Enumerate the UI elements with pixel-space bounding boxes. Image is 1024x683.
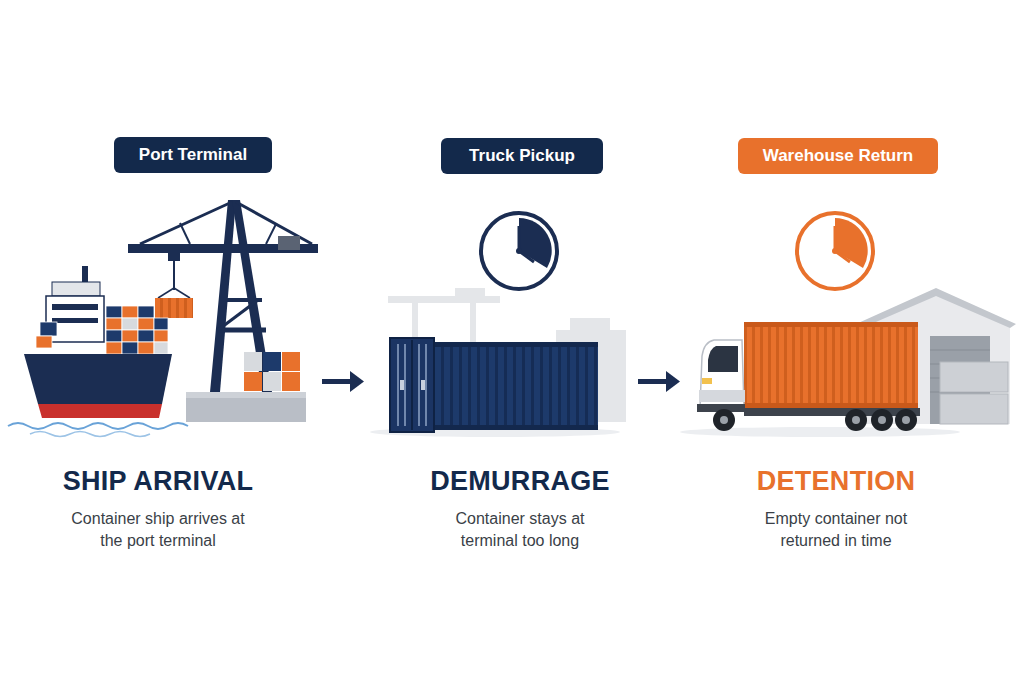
stage-title: SHIP ARRIVAL xyxy=(63,466,254,497)
stage-heading: Port Terminal xyxy=(139,145,247,165)
container-ship xyxy=(8,266,188,437)
clock-icon xyxy=(481,213,557,289)
clock-icon xyxy=(797,213,873,289)
truck xyxy=(697,322,920,431)
stage-pill: Port Terminal xyxy=(114,137,272,173)
stage-description: Empty container not returned in time xyxy=(750,508,922,552)
stage-description: Container stays at terminal too long xyxy=(440,508,600,552)
stage-pill: Truck Pickup xyxy=(441,138,603,174)
shipping-container xyxy=(390,338,598,432)
stage-description: Container ship arrives at the port termi… xyxy=(65,508,251,552)
stage-pill: Warehouse Return xyxy=(738,138,938,174)
stage-title: DETENTION xyxy=(757,466,916,497)
stage-heading: Truck Pickup xyxy=(469,146,575,166)
stage-title: DEMURRAGE xyxy=(430,466,610,497)
stage-heading: Warehouse Return xyxy=(763,146,914,166)
